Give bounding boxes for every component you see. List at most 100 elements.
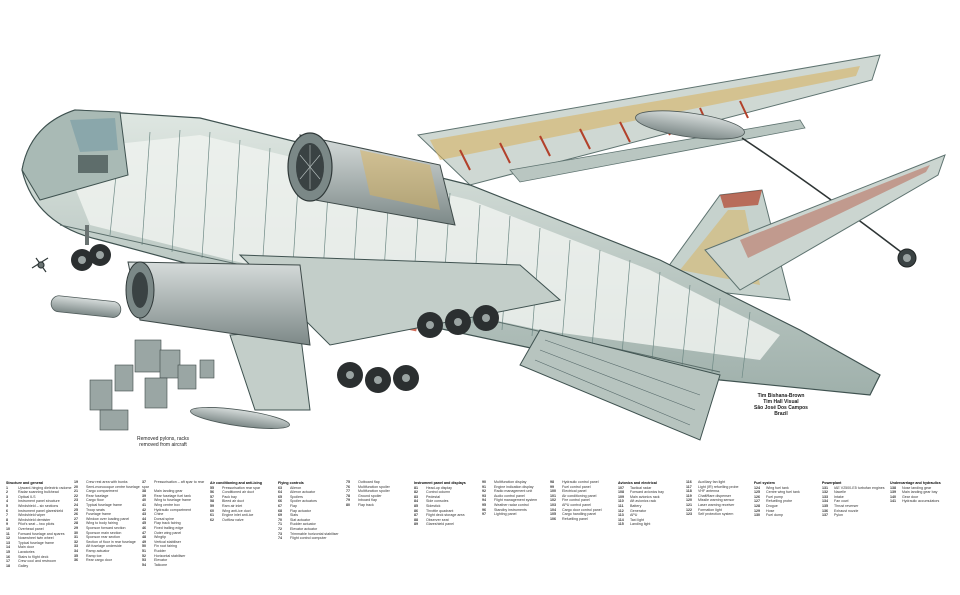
legend-item-label: Forward avionics bay (630, 490, 664, 495)
legend-item-number: 39 (142, 493, 146, 498)
legend-item-label: Audio control panel (494, 493, 525, 498)
legend-item-label: Flight control computer (290, 536, 327, 541)
legend-item-number: 139 (890, 490, 896, 495)
legend-item-label: Fixed trailing edge (154, 525, 184, 530)
legend-item-number: 112 (618, 508, 624, 513)
legend-item-number: 95 (482, 502, 486, 507)
legend-item-label: Hydraulic compartment (154, 507, 191, 512)
legend-item-label: APU control panel (562, 502, 591, 507)
legend-item-label: Fan cowl (834, 499, 849, 504)
legend-item-number: 20 (74, 484, 78, 489)
legend-item-number: 81 (414, 485, 418, 490)
legend-item-label: Rudder (154, 548, 166, 553)
legend-item-number: 85 (414, 503, 418, 508)
legend-item-number: 135 (822, 503, 828, 508)
legend-item-number: 37 (142, 480, 146, 484)
legend-item-number: 42 (142, 507, 146, 512)
legend-item-label: Battery (630, 503, 642, 508)
legend-item-number: 9 (6, 522, 8, 527)
legend-item-number: 18 (6, 563, 10, 568)
legend-item-label: Observer seat (426, 517, 449, 522)
legend-item-label: Missile warning sensor (698, 498, 735, 503)
nose-landing-gear (71, 225, 111, 271)
legend-item-number: 27 (74, 516, 78, 521)
legend-item-number: 29 (74, 525, 78, 530)
legend-item-label: Semi-monocoque centre fuselage (86, 484, 140, 489)
legend-item-number: 34 (74, 548, 78, 553)
legend-item-label: Centre wing fuel tank (766, 490, 800, 495)
legend-item-number: 56 (210, 490, 214, 495)
legend-item: 9 Pilot's seat – two pilots (6, 522, 72, 527)
legend-item-label: Pedestal (426, 494, 440, 499)
legend-item-label: Ramp toe (86, 553, 102, 558)
legend-item-label: Pilot's seat – two pilots (18, 522, 55, 527)
cockpit (21, 109, 129, 201)
legend-item-label: Bleed air duct (222, 499, 244, 504)
legend-item-number: 100 (550, 489, 556, 494)
legend-item: 112 Generator (618, 509, 684, 514)
legend-item-label: Stairs to flight deck (18, 554, 49, 559)
legend-item-label: Flap (290, 503, 297, 508)
legend-item-label: Side consoles (426, 499, 449, 504)
legend-item-number: 70 (278, 517, 282, 522)
legend-item-label: Engine inlet anti-ice (222, 513, 254, 518)
legend-item-number: 32 (74, 539, 78, 544)
legend-item-number: 50 (142, 544, 146, 549)
legend-item-number: 92 (482, 489, 486, 494)
legend-item-number: 128 (754, 503, 760, 508)
legend-item-number: 61 (210, 513, 214, 518)
legend-item-label: Pylon (834, 513, 843, 518)
legend-item-number: 35 (74, 553, 78, 558)
legend-item-label: Generator (630, 508, 647, 513)
legend-item-number: 76 (346, 484, 350, 489)
legend-item-number: 134 (822, 499, 828, 504)
legend-item-label: Flap track (358, 502, 374, 507)
legend-item-label: Overhead panel (18, 526, 44, 531)
legend-item-number: 132 (822, 490, 828, 495)
legend-item-label: Windshield – six sections (18, 503, 59, 508)
removed-prop (31, 257, 49, 273)
legend-item-number: 7 (6, 513, 8, 518)
legend-item-label: Aileron (290, 485, 302, 490)
legend-item-number: 86 (414, 508, 418, 513)
legend-item-label: Formation light (698, 507, 722, 512)
legend-item-label: Taxi light (630, 517, 644, 522)
legend-item-label: Glareshield panel (426, 522, 454, 527)
removed-items-caption: Removed pylons, racks removed from aircr… (137, 436, 189, 448)
legend-item-number: 89 (414, 522, 418, 527)
